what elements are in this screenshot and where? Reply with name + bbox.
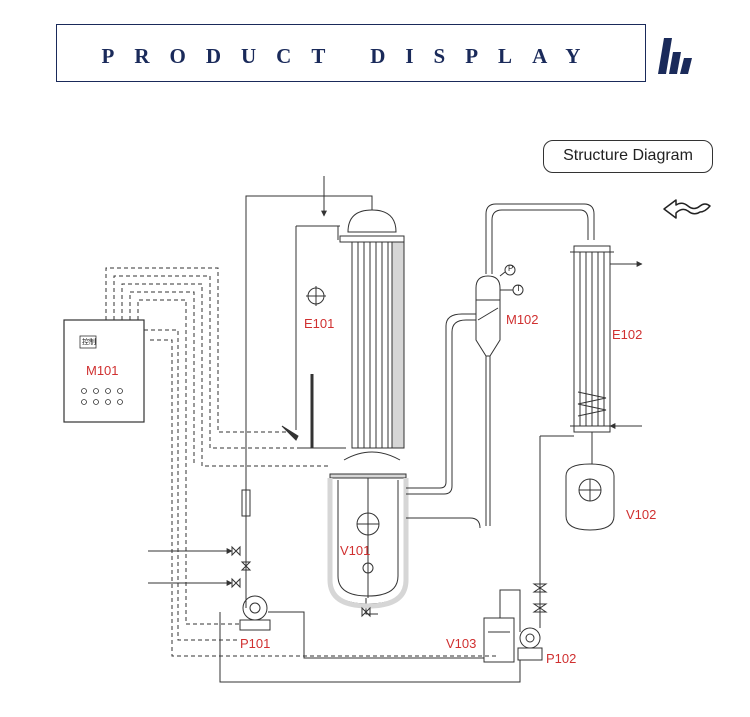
label-p102: P102 xyxy=(546,651,577,666)
control-buttons xyxy=(81,388,123,405)
control-panel-m101 xyxy=(63,319,145,423)
label-v103: V103 xyxy=(446,636,477,651)
label-e101: E101 xyxy=(304,316,335,331)
vessel-v101 xyxy=(327,451,409,609)
page-title: PRODUCT DISPLAY xyxy=(101,44,601,68)
vessel-v102 xyxy=(539,432,615,596)
label-v101: V101 xyxy=(340,543,371,558)
tank-v103 xyxy=(483,589,521,663)
back-arrow-icon[interactable] xyxy=(660,196,712,222)
label-p101: P101 xyxy=(240,636,271,651)
vapor-piping xyxy=(406,203,595,529)
structure-diagram-button[interactable]: Structure Diagram xyxy=(543,140,713,173)
label-v102: V102 xyxy=(626,507,657,522)
header-banner: PRODUCT DISPLAY xyxy=(56,24,646,82)
label-m101: M101 xyxy=(86,363,119,378)
control-panel-badge: 控制 xyxy=(82,339,96,346)
thermometer xyxy=(281,374,346,449)
pump-p102 xyxy=(517,583,548,661)
condenser-e102 xyxy=(570,245,643,433)
logo-icon xyxy=(658,38,692,74)
label-m102: M102 xyxy=(506,312,539,327)
temperature-gauge-label: T xyxy=(516,284,521,293)
control-signal-lines xyxy=(105,267,496,657)
valves xyxy=(231,545,371,618)
pump-p101 xyxy=(239,489,271,631)
separator-m102 xyxy=(475,264,524,357)
pressure-gauge-label: P xyxy=(508,264,514,273)
label-e102: E102 xyxy=(612,327,643,342)
process-piping xyxy=(148,176,521,683)
evaporator-e101 xyxy=(306,209,405,449)
